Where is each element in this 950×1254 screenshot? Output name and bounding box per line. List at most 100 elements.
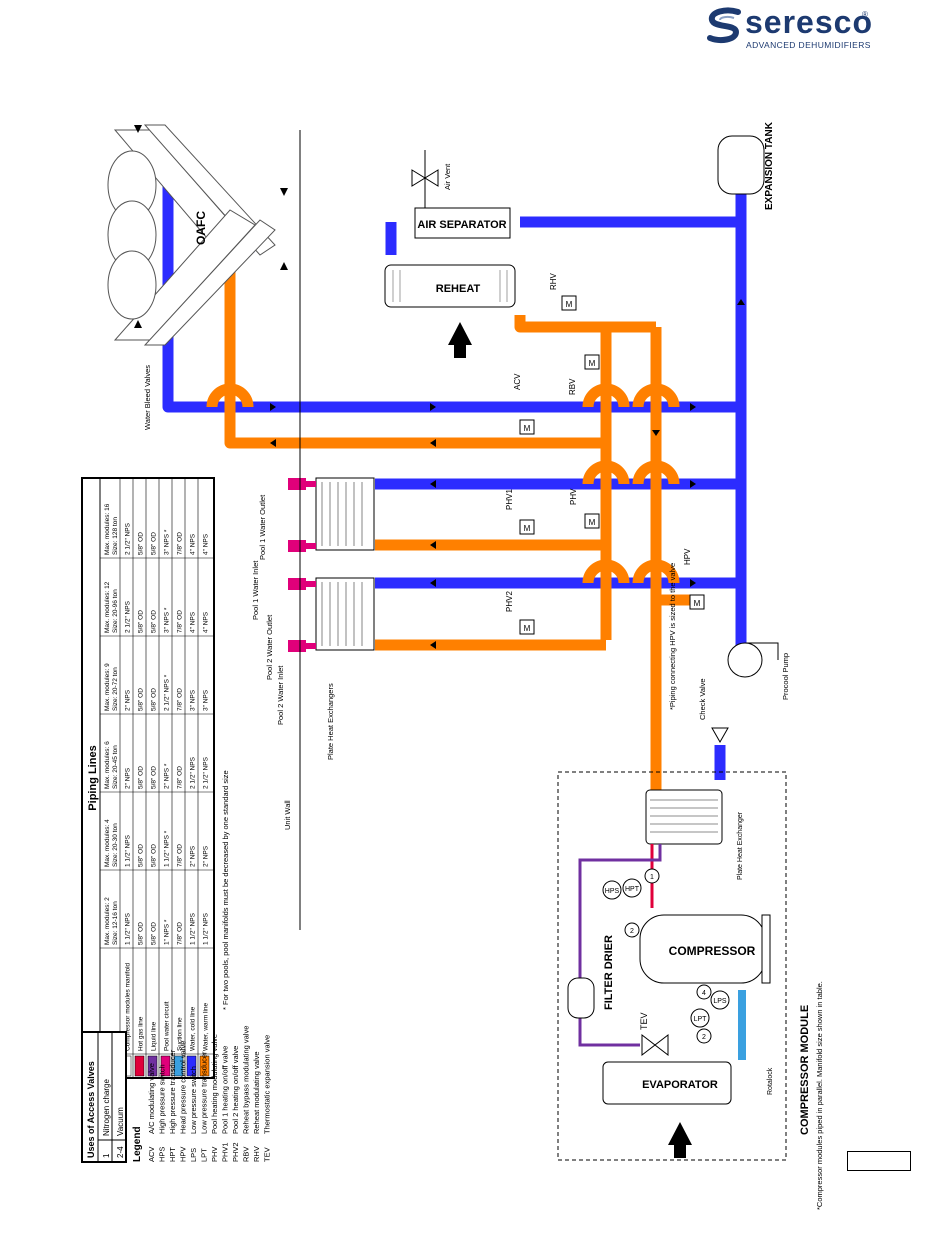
table-row-name: Water, cold line — [190, 1006, 197, 1051]
filter-drier: FILTER DRIER — [567, 935, 615, 1019]
table-cell: 5/8" OD — [138, 766, 145, 789]
evaporator: EVAPORATOR — [602, 1061, 732, 1105]
cold-main-header — [162, 175, 741, 413]
legend-desc: Pool 1 heating on/off valve — [221, 1046, 230, 1134]
svg-text:HPT: HPT — [625, 886, 640, 893]
table-cell: 4" NPS — [203, 611, 210, 633]
reheat-coil: REHEAT — [384, 264, 516, 358]
pool2-heat-exchanger — [315, 577, 375, 651]
table-header-cell: Max. modules: 9 — [104, 663, 111, 711]
table-cell: 7/8" OD — [177, 610, 184, 633]
legend-desc: High pressure switch — [158, 1064, 167, 1134]
legend-desc: Head pressure control valve — [179, 1041, 188, 1134]
table-cell: 5/8" OD — [151, 844, 158, 867]
phv-valve: M PHV — [569, 488, 600, 529]
compressor-module-label: COMPRESSOR MODULE — [799, 1005, 811, 1135]
table-cell: 3" NPS * — [164, 607, 171, 633]
oafc-unit: OAFC Water Bleed Valves — [107, 124, 288, 430]
legend-title: Legend — [132, 1126, 143, 1162]
table-header-cell: Size: 128 ton — [112, 517, 119, 555]
hpv-note: *Piping connecting HPV is sized to the v… — [668, 563, 677, 710]
table-cell: 2 1/2" NPS — [125, 522, 132, 555]
table-header-cell: Max. modules: 6 — [104, 741, 111, 789]
table-cell: 5/8" OD — [138, 610, 145, 633]
legend-abbr: HPS — [158, 1147, 167, 1162]
filter-drier-label: FILTER DRIER — [603, 935, 615, 1010]
seresco-logo: seresco ® ADVANCED DEHUMIDIFIERS — [700, 4, 900, 52]
table-row-name: Liquid line — [151, 1021, 158, 1051]
table-color-swatch — [147, 1055, 158, 1077]
svg-text:HPV: HPV — [683, 548, 692, 565]
legend-abbr: PHV2 — [231, 1142, 240, 1162]
page-number-box — [847, 1151, 911, 1171]
legend-desc: A/C modulating valve — [147, 1063, 156, 1134]
pool1-inlet-label: Pool 1 Water Inlet — [251, 560, 260, 620]
reheat-return — [514, 315, 656, 333]
water-bleed-label: Water Bleed Valves — [143, 365, 152, 430]
table-cell: 2 1/2" NPS * — [164, 674, 171, 711]
pool-heat-exchangers: Pool 1 Water Outlet Pool 1 Water Inlet P… — [251, 477, 375, 760]
reheat-label: REHEAT — [436, 283, 481, 295]
sensors: HPS HPT 1 2 LPS LPT 4 2 — [602, 868, 730, 1044]
table-cell: 4" NPS — [190, 533, 197, 555]
svg-text:M: M — [524, 424, 531, 433]
table-cell: 1 1/2" NPS — [125, 912, 132, 945]
svg-text:M: M — [524, 524, 531, 533]
svg-text:Vacuum: Vacuum — [116, 1107, 125, 1136]
svg-text:M: M — [694, 599, 701, 608]
legend-desc: Pool heating modulating valve — [210, 1034, 219, 1134]
rbv-valve: M RBV — [568, 354, 600, 395]
svg-text:1: 1 — [650, 874, 654, 881]
svg-text:M: M — [524, 624, 531, 633]
table-cell: 1 1/2" NPS — [190, 912, 197, 945]
table-header-cell: Max. modules: 12 — [104, 581, 111, 633]
pool2-outlet-stub — [288, 578, 306, 590]
legend-desc: Low pressure transducer — [200, 1051, 209, 1134]
procool-pump-label: Procool Pump — [781, 653, 790, 700]
table-cell: 1 1/2" NPS * — [164, 830, 171, 867]
table-cell: 5/8" OD — [138, 532, 145, 555]
logo-tagline: ADVANCED DEHUMIDIFIERS — [746, 40, 871, 50]
air-separator-group: AIR SEPARATOR Air Vent — [411, 150, 511, 239]
access-valves-table: Uses of Access Valves 1 Nitrogen charge … — [81, 1031, 127, 1163]
air-separator-box — [414, 207, 511, 239]
pool1-heat-exchanger — [315, 477, 375, 551]
table-color-swatch — [134, 1055, 145, 1077]
svg-text:4: 4 — [702, 990, 706, 997]
compressor-module-frame — [557, 771, 787, 1161]
table-cell: 3" NPS * — [164, 529, 171, 555]
flow-arrows — [270, 299, 745, 649]
air-vent-valve-icon — [411, 169, 426, 187]
table-cell: 2 1/2" NPS — [203, 756, 210, 789]
plate-hx-label: Plate Heat Exchangers — [326, 683, 335, 760]
plate-hx-single-label: Plate Heat Exchanger — [737, 811, 744, 880]
table-color-swatch — [173, 1055, 184, 1077]
table-cell: 7/8" OD — [177, 532, 184, 555]
table-color-swatch — [199, 1055, 210, 1077]
legend-abbr: LPS — [189, 1148, 198, 1162]
legend-desc: Thermostatic expansion valve — [263, 1035, 272, 1134]
svg-text:LPS: LPS — [713, 998, 727, 1005]
svg-text:2-4: 2-4 — [116, 1146, 125, 1158]
table-row-name: Suction line — [177, 1017, 184, 1051]
pool1-outlet-label: Pool 1 Water Outlet — [258, 494, 267, 560]
pipe-crossovers — [206, 383, 680, 584]
legend-abbr: HPT — [168, 1147, 177, 1162]
table-cell: 1 1/2" NPS — [125, 834, 132, 867]
table-cell: 5/8" OD — [138, 688, 145, 711]
legend-abbr: ACV — [147, 1147, 156, 1162]
legend-desc: High pressure transducer — [168, 1049, 177, 1134]
table-color-swatch — [160, 1055, 171, 1077]
table-cell: 2" NPS — [203, 845, 210, 867]
legend-abbr: RHV — [252, 1146, 261, 1162]
svg-text:HPS: HPS — [605, 888, 620, 895]
expansion-tank-label: EXPANSION TANK — [764, 121, 775, 210]
liquid-line-upper — [578, 844, 662, 985]
tev-valve: TEV — [639, 1012, 669, 1057]
svg-text:ACV: ACV — [513, 373, 522, 390]
oafc-label: OAFC — [194, 211, 208, 245]
